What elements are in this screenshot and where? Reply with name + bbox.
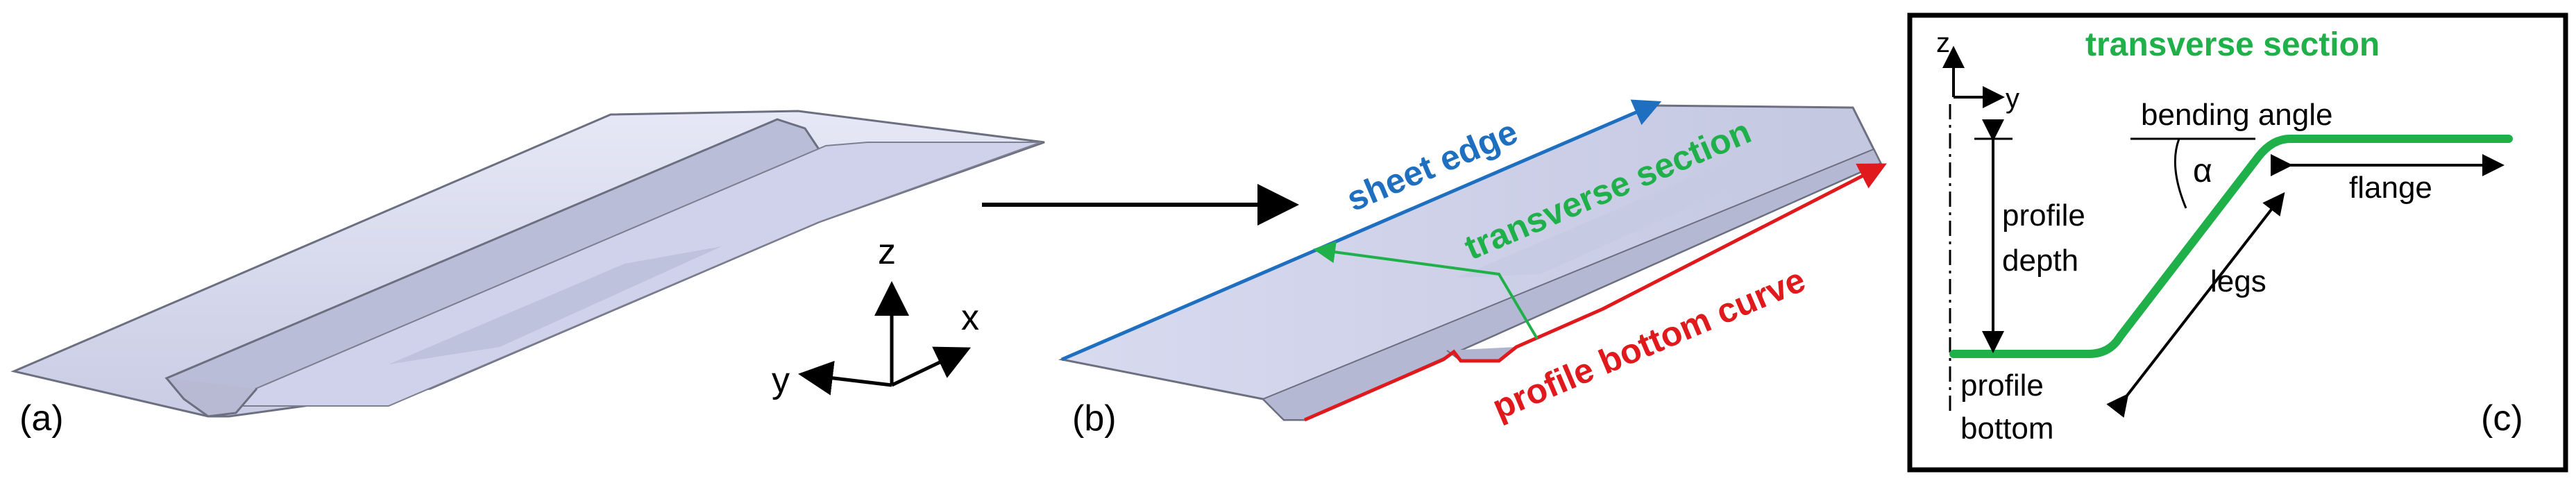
panel-b-label: (b) xyxy=(1072,398,1117,439)
axis-x-label: x xyxy=(961,298,979,338)
profile-bottom-curve-line xyxy=(1304,163,1887,422)
panel-a-label: (a) xyxy=(19,398,64,439)
transverse-section-line xyxy=(1313,241,1539,340)
panel-b-sheet xyxy=(1058,104,1883,421)
legs-dimension xyxy=(2106,192,2285,418)
bending-angle-label: bending angle xyxy=(2141,98,2332,132)
panel-c-title: transverse section xyxy=(2085,26,2380,63)
panel-c-axis-y: y xyxy=(2006,83,2019,114)
axis-z-label: z xyxy=(878,232,896,272)
panel-c-mini-axes xyxy=(1942,46,2005,108)
profile-depth-label-2: depth xyxy=(2002,244,2078,278)
alpha-label: α xyxy=(2193,153,2212,189)
axis-y-label: y xyxy=(772,360,790,400)
legs-label: legs xyxy=(2210,264,2266,298)
sheet-edge-line xyxy=(1061,99,1662,362)
panel-c-axis-z: z xyxy=(1936,28,1950,58)
profile-bottom-label-1: profile xyxy=(1960,368,2044,402)
panel-c-label: (c) xyxy=(2481,398,2523,439)
flange-label: flange xyxy=(2349,171,2432,205)
coordinate-axes xyxy=(798,281,972,396)
profile-depth-label-1: profile xyxy=(2002,198,2085,232)
panel-a-sheet xyxy=(10,110,1045,418)
profile-bottom-label-2: bottom xyxy=(1960,412,2054,446)
